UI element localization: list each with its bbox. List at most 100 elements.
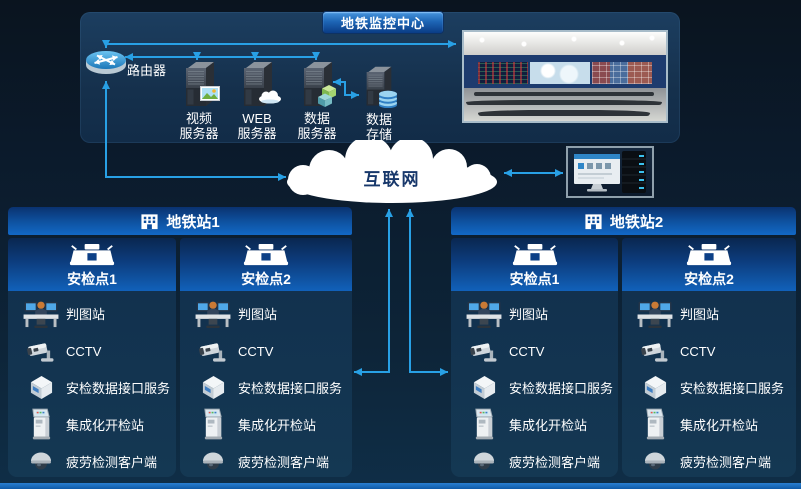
desk-row (466, 100, 662, 105)
video-server-label: 视频 服务器 (167, 111, 231, 141)
dome-camera-icon (643, 451, 667, 471)
photo-ceiling (464, 32, 666, 55)
remote-client-box (566, 146, 654, 198)
list-item: CCTV (8, 333, 176, 369)
router-icon (84, 45, 128, 77)
item-label: 疲劳检测客户端 (680, 454, 772, 470)
data-storage-label: 数据 存储 (347, 112, 411, 142)
list-item: CCTV (451, 333, 618, 369)
server-label-line: 服务器 (297, 126, 337, 141)
kiosk-icon (29, 408, 54, 441)
kiosk-icon (201, 408, 226, 441)
scanner-icon (512, 243, 558, 267)
list-item: 集成化开检站 (8, 405, 176, 443)
cloud-small-icon (258, 90, 282, 104)
list-item: 疲劳检测客户端 (8, 443, 176, 479)
data-cube-icon (201, 375, 226, 400)
item-label: 集成化开检站 (66, 417, 145, 433)
item-label: 集成化开检站 (238, 417, 317, 433)
list-item: 疲劳检测客户端 (622, 443, 796, 479)
station-2-header: 地铁站2 (451, 207, 796, 235)
monitoring-center-title: 地铁监控中心 (322, 11, 444, 34)
video-wall-screen (592, 62, 652, 84)
scanner-icon (686, 243, 732, 267)
item-label: 安检数据接口服务 (238, 380, 343, 396)
bottom-accent-bar (0, 483, 801, 489)
workstation-icon (194, 298, 232, 329)
item-label: 疲劳检测客户端 (66, 454, 158, 470)
checkpoint-body: 判图站 CCTV 安检数据接口服务 集成化开检站 疲劳检测客户端 (180, 291, 352, 477)
internet-label: 互联网 (363, 170, 421, 189)
list-item: 判图站 (8, 293, 176, 333)
cctv-icon (198, 339, 228, 364)
data-cube-icon (29, 375, 54, 400)
item-label: 判图站 (509, 306, 549, 322)
list-item: 判图站 (451, 293, 618, 333)
server-label-line: 数据 (365, 112, 392, 127)
photo-desks (464, 88, 666, 121)
scanner-icon (243, 243, 289, 267)
item-label: CCTV (509, 343, 545, 359)
checkpoint-body: 判图站 CCTV 安检数据接口服务 集成化开检站 疲劳检测客户端 (622, 291, 796, 477)
dome-camera-icon (29, 451, 53, 471)
cctv-icon (26, 339, 56, 364)
workstation-icon (636, 298, 674, 329)
checkpoint-title: 安检点2 (241, 271, 291, 287)
item-label: CCTV (66, 343, 102, 359)
checkpoint-header: 安检点1 (451, 238, 618, 291)
list-item: 集成化开检站 (451, 405, 618, 443)
kiosk-icon (643, 408, 668, 441)
station-1-header: 地铁站1 (8, 207, 352, 235)
checkpoint-panel: 安检点2 判图站 CCTV 安检数据接口服务 集成化开检站 疲劳检测客户端 (622, 238, 796, 477)
list-item: 安检数据接口服务 (622, 369, 796, 405)
data-cube-icon (472, 375, 497, 400)
video-wall-screen (530, 62, 590, 84)
item-label: 疲劳检测客户端 (238, 454, 330, 470)
checkpoint-header: 安检点2 (622, 238, 796, 291)
checkpoint-title: 安检点1 (509, 271, 560, 287)
control-room-photo (462, 30, 668, 123)
checkpoint-header: 安检点2 (180, 238, 352, 291)
dome-camera-icon (472, 451, 496, 471)
video-server-icon (183, 60, 217, 110)
video-wall-screen (478, 62, 528, 84)
server-label-line: 数据 (303, 111, 330, 126)
item-label: 安检数据接口服务 (509, 380, 614, 396)
desk-row (478, 110, 650, 116)
data-cube-icon (643, 375, 668, 400)
building-icon (140, 212, 159, 231)
list-item: 判图站 (622, 293, 796, 333)
list-item: 判图站 (180, 293, 352, 333)
checkpoint-body: 判图站 CCTV 安检数据接口服务 集成化开检站 疲劳检测客户端 (8, 291, 176, 477)
kiosk-icon (472, 408, 497, 441)
checkpoint-header: 安检点1 (8, 238, 176, 291)
station-title: 地铁站1 (166, 213, 220, 231)
checkpoint-title: 安检点2 (684, 271, 734, 287)
checkpoint-title: 安检点1 (67, 271, 117, 287)
router-label: 路由器 (127, 63, 167, 78)
list-item: CCTV (180, 333, 352, 369)
internet-cloud (287, 140, 497, 203)
item-label: 判图站 (238, 306, 278, 322)
item-label: 集成化开检站 (509, 417, 588, 433)
checkpoint-panel: 安检点1 判图站 CCTV 安检数据接口服务 集成化开检站 疲劳检测客户端 (8, 238, 176, 477)
item-label: 判图站 (680, 306, 720, 322)
server-label-line: 存储 (365, 127, 392, 142)
server-label-line: 服务器 (179, 126, 219, 141)
server-label-line: WEB (242, 111, 272, 126)
checkpoint-panel: 安检点1 判图站 CCTV 安检数据接口服务 集成化开检站 疲劳检测客户端 (451, 238, 618, 477)
list-item: CCTV (622, 333, 796, 369)
picture-icon (200, 86, 220, 101)
data-server-label: 数据 服务器 (285, 111, 349, 141)
list-item: 疲劳检测客户端 (180, 443, 352, 479)
cctv-icon (469, 339, 499, 364)
item-label: 集成化开检站 (680, 417, 759, 433)
station-title: 地铁站2 (609, 213, 664, 231)
item-label: 安检数据接口服务 (680, 380, 785, 396)
list-item: 安检数据接口服务 (451, 369, 618, 405)
photo-video-wall (478, 62, 652, 84)
list-item: 疲劳检测客户端 (451, 443, 618, 479)
database-icon (378, 90, 398, 108)
list-item: 集成化开检站 (622, 405, 796, 443)
